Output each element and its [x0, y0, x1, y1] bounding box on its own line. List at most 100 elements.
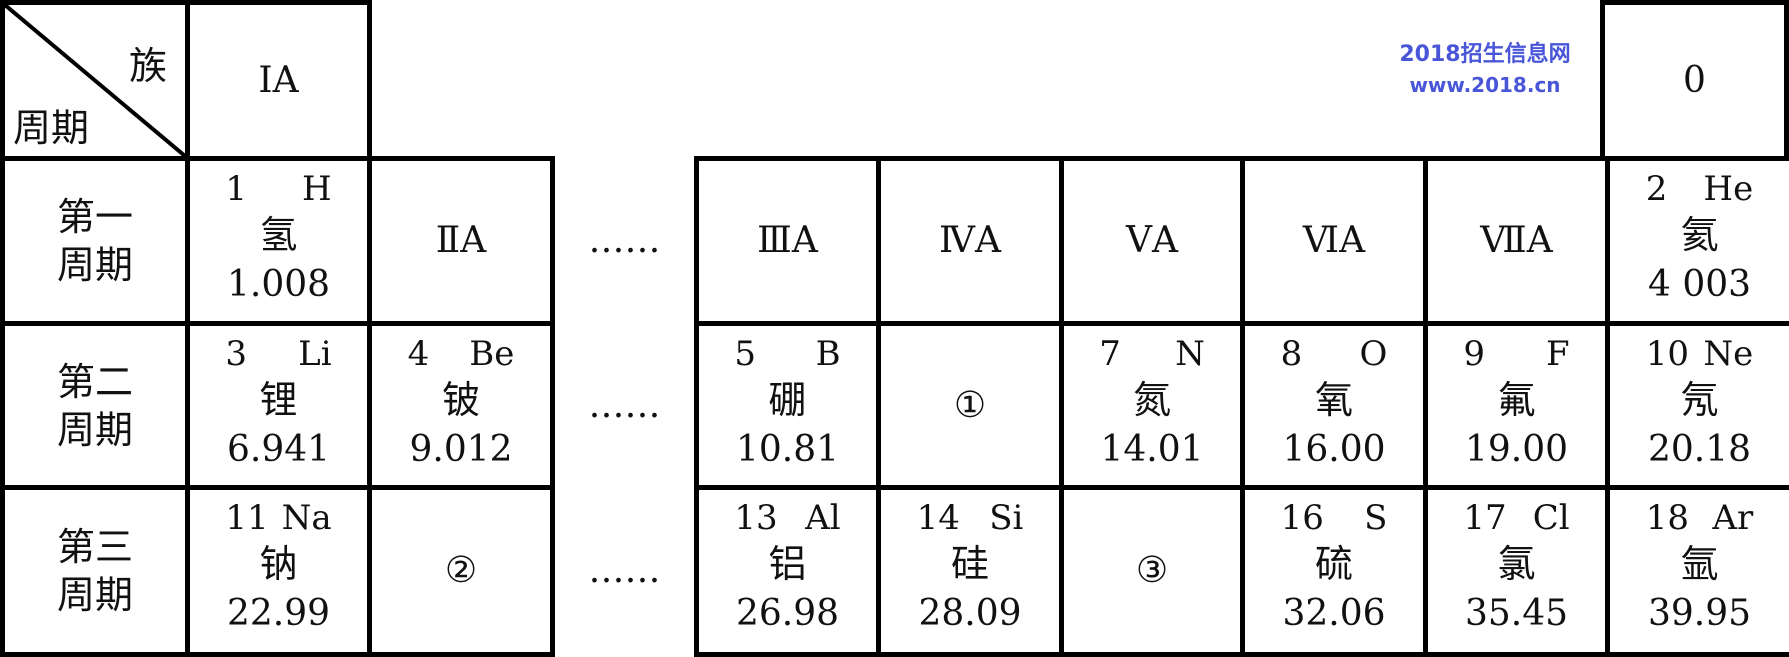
period-label: 第二 周期	[56, 359, 133, 452]
cell-label: ⅣA	[939, 220, 1001, 261]
element-name: 氖	[1680, 378, 1719, 422]
period-label: 第三 周期	[56, 525, 133, 617]
ellipsis-text: ……	[588, 384, 661, 426]
element-symbol: B	[815, 334, 841, 374]
element-symbol: Na	[281, 498, 332, 538]
element-symbol: O	[1359, 334, 1388, 374]
label-cell: ⅢA	[694, 156, 881, 326]
atomic-number: 17	[1463, 498, 1507, 538]
cell-label: ⅦA	[1480, 220, 1553, 261]
atomic-mass: 32.06	[1282, 593, 1386, 634]
atomic-mass: 28.09	[918, 593, 1022, 634]
cell-label: ⅥA	[1302, 220, 1366, 261]
atomic-number: 7	[1099, 334, 1121, 374]
period-label-cell: 第二 周期	[0, 321, 190, 490]
diagonal-divider	[5, 5, 185, 156]
cell-label: ⅤA	[1126, 220, 1178, 261]
label-cell: ⅤA	[1059, 156, 1245, 326]
element-symbol: F	[1546, 334, 1570, 374]
group-header-IA: ⅠA	[185, 0, 372, 161]
cell-label: ①	[953, 384, 987, 426]
element-name: 氟	[1497, 378, 1536, 422]
atomic-number: 11	[225, 498, 269, 538]
element-symbol: He	[1703, 169, 1754, 209]
cell-label: ⅢA	[757, 220, 818, 261]
atomic-mass: 22.99	[226, 593, 331, 634]
atomic-mass: 6.941	[226, 429, 331, 470]
atomic-mass: 14.01	[1100, 429, 1204, 470]
atomic-mass: 10.81	[735, 429, 840, 470]
element-symbol: Si	[989, 498, 1024, 538]
element-number-symbol: 13 Al	[699, 498, 876, 538]
label-cell: ③	[1059, 485, 1245, 657]
label-cell: ⅥA	[1240, 156, 1428, 326]
label-cell: ②	[367, 485, 555, 657]
period-label-cell: 第三 周期	[0, 485, 190, 657]
group-header-IA-label: ⅠA	[258, 59, 299, 101]
atomic-number: 13	[734, 498, 778, 538]
atomic-number: 10	[1645, 334, 1690, 374]
atomic-mass: 4 003	[1647, 264, 1752, 305]
atomic-number: 1	[225, 169, 248, 209]
label-cell: ⅡA	[367, 156, 555, 326]
cell-label: ⅡA	[435, 220, 487, 261]
element-symbol: S	[1364, 498, 1388, 538]
atomic-mass: 26.98	[735, 593, 840, 634]
atomic-number: 16	[1280, 498, 1324, 538]
atomic-number: 4	[407, 334, 430, 374]
period-label-cell: 第一 周期	[0, 156, 190, 326]
element-name: 氯	[1497, 542, 1536, 586]
element-name: 铝	[768, 542, 807, 586]
atomic-number: 14	[916, 498, 960, 538]
element-number-symbol: 4 Be	[372, 334, 550, 374]
watermark-line1: 2018招生信息网	[1399, 42, 1571, 67]
element-symbol: Be	[469, 334, 515, 374]
label-cell: ⅣA	[876, 156, 1064, 326]
ellipsis-text: ……	[588, 220, 661, 261]
atomic-mass: 16.00	[1282, 429, 1386, 470]
element-name: 氦	[1680, 213, 1719, 257]
group-axis-label: 族	[128, 44, 167, 88]
ellipsis-text: ……	[588, 550, 661, 591]
label-cell: ①	[876, 321, 1064, 490]
ellipsis-gap: ……	[550, 321, 699, 490]
element-name: 硼	[768, 378, 807, 422]
element-number-symbol: 16 S	[1245, 498, 1423, 538]
atomic-number: 5	[734, 334, 757, 374]
element-number-symbol: 11 Na	[190, 498, 367, 538]
element-name: 锂	[259, 378, 298, 422]
element-symbol: Al	[805, 498, 841, 538]
element-symbol: Li	[298, 334, 332, 374]
element-name: 氧	[1314, 378, 1353, 422]
group-header-0-label: 0	[1683, 59, 1706, 101]
element-name: 硅	[950, 542, 989, 586]
label-cell: ⅦA	[1423, 156, 1610, 326]
cell-label: ②	[444, 550, 478, 591]
atomic-mass: 20.18	[1647, 429, 1752, 470]
atomic-mass: 1.008	[226, 264, 331, 305]
atomic-mass: 35.45	[1464, 593, 1569, 634]
atomic-number: 3	[225, 334, 248, 374]
atomic-mass: 9.012	[409, 429, 513, 470]
atomic-mass: 39.95	[1647, 593, 1752, 634]
atomic-number: 18	[1645, 498, 1690, 538]
